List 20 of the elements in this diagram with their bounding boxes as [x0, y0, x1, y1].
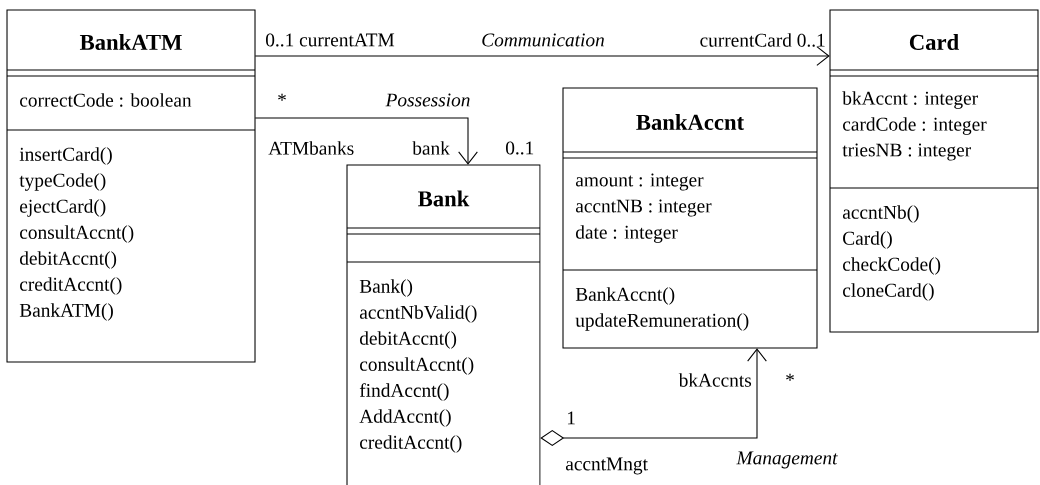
role-label: *: [786, 373, 794, 381]
edge-label: Management: [736, 451, 838, 469]
edge-label: Possession: [385, 93, 470, 107]
role-label: 0..1: [506, 141, 534, 155]
class-box: BankAccnt amount : integer accntNB : integer date : integer BankAccnt() updateRemuneration(): [562, 87, 818, 349]
role-label: 0..1 currentATM: [266, 33, 395, 47]
association-arrow: [540, 348, 767, 446]
association-arrow: [254, 117, 478, 165]
class-box: Card bkAccnt : integer cardCode : integer triesNB : integer accntNb() Card() checkCode() cloneCard(): [829, 9, 1039, 333]
association-arrow: [254, 46, 830, 66]
role-label: accntMngt: [565, 457, 648, 475]
role-label: bank: [412, 141, 450, 155]
class-box: Bank Bank() accntNbValid() debitAccnt() consultAccnt() findAccnt() AddAccnt() creditAccnt(): [346, 164, 541, 485]
class-box: BankATM correctCode : boolean insertCard() typeCode() ejectCard() consultAccnt() debitAccnt() creditAccnt() BankATM(): [6, 9, 256, 363]
role-label: bkAccnts: [678, 373, 752, 387]
role-label: *: [278, 93, 286, 101]
edge-label: Communication: [482, 33, 604, 47]
role-label: currentCard 0..1: [700, 33, 825, 47]
role-label: 1: [567, 411, 575, 425]
role-label: ATMbanks: [268, 141, 354, 155]
